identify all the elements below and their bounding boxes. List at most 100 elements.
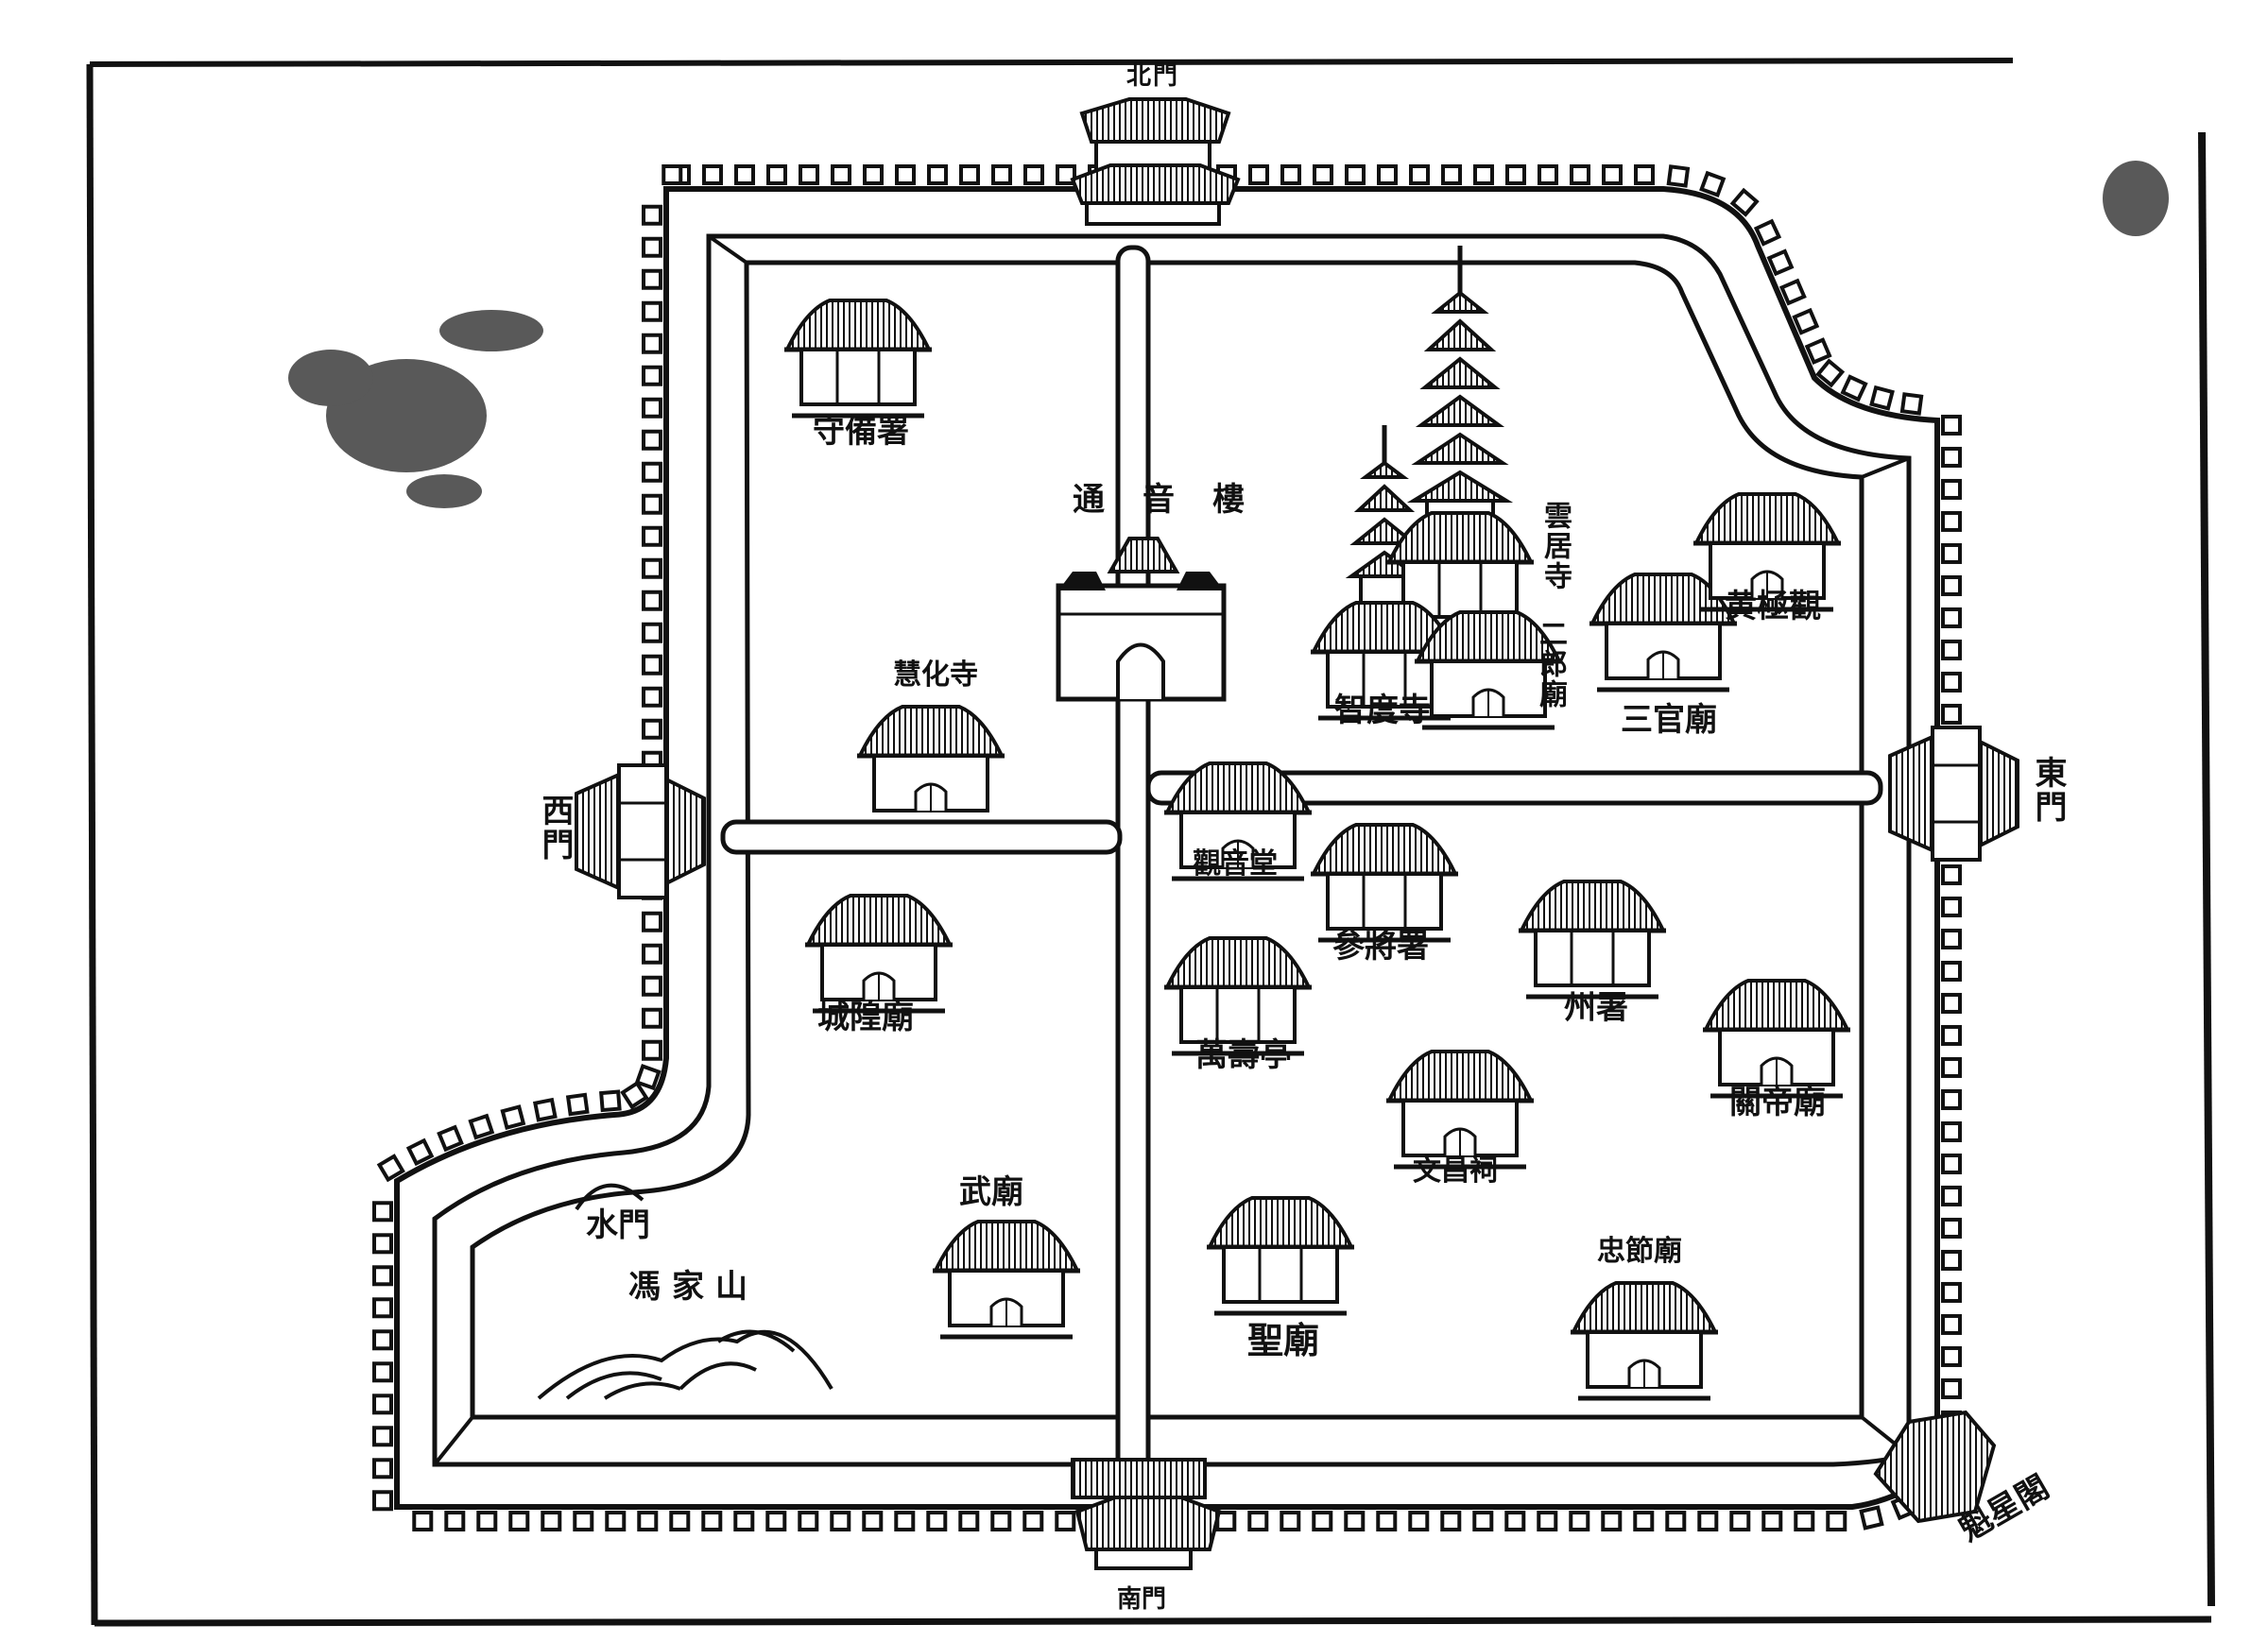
wall-merlon [444,1511,466,1531]
wall-merlon [1941,960,1962,982]
wall-merlon [1280,164,1301,185]
wall-merlon [476,1511,498,1531]
wall-merlon [798,1511,819,1531]
pagoda-large [1406,246,1514,531]
wall-merlon [863,164,884,185]
wall-merlon [1941,478,1962,500]
wall-merlon [372,1490,393,1512]
zhou-office-building [1519,881,1666,997]
wall-merlon [1729,1511,1751,1532]
wall-merlon [1941,1056,1962,1078]
yunju-temple-label: 雲居寺 [1538,501,1572,591]
zhou-office-label: 州署 [1564,989,1628,1027]
wall-merlon [990,1511,1012,1531]
wall-merlon [1569,1511,1590,1532]
wall-merlon [701,1511,723,1531]
shoubei-office-building [784,300,932,416]
wall-merlon [642,204,662,226]
wall-merlon [642,365,662,386]
wall-merlon [642,1007,663,1029]
wall-merlon [541,1511,562,1531]
wall-merlon [1056,164,1076,185]
wall-merlon [642,975,663,997]
wall-merlon [1247,1511,1269,1532]
wall-merlon [1345,164,1366,185]
wall-merlon [1505,164,1526,185]
canjiang-office-building [1311,825,1458,940]
wall-merlon [1941,1249,1962,1271]
wall-merlon [642,493,662,515]
wall-merlon [1761,1511,1783,1532]
chenghuang-temple-label: 城隍廟 [817,999,914,1036]
wall-merlon [1840,374,1868,402]
wall-merlon [1472,1511,1494,1532]
wall-merlon [642,461,662,483]
wall-merlon [372,1201,393,1223]
canjiang-office-label: 參將署 [1332,928,1429,966]
north-gate [1070,97,1241,226]
east-gate-label: 東門 [2029,756,2067,824]
wall-merlon [831,164,851,185]
wall-merlon [1697,1511,1719,1532]
wall-merlon [1941,928,1962,949]
wu-temple-building [933,1222,1080,1337]
wall-merlon [1409,164,1430,185]
wall-merlon [1666,164,1691,188]
wall-merlon [642,718,662,740]
wall-merlon [1280,1511,1301,1532]
wall-merlon [1313,164,1333,185]
wenchang-shrine-building [1386,1052,1534,1167]
wall-corners [433,234,1911,1466]
wall-merlon [1941,896,1962,917]
wall-merlon [642,333,662,354]
zhongjie-temple-label: 忠節廟 [1597,1235,1682,1268]
south-gate [1071,1458,1222,1570]
wall-merlon [1941,639,1962,660]
guanyin-hall-label: 觀音堂 [1193,847,1278,881]
wall-merlon [1941,574,1962,596]
water-gate-label: 水門 [586,1206,650,1244]
guandi-temple-building [1703,981,1850,1096]
wall-merlon [1537,1511,1558,1532]
wall-merlon [1665,1511,1687,1532]
wall-merlon [1941,1120,1962,1142]
ink-smudge [288,161,2169,508]
wall-merlon [1377,164,1398,185]
wall-merlon [765,1511,787,1531]
tongyin-tower-label: 通音樓 [1073,481,1282,519]
wenchang-shrine-label: 文昌祠 [1413,1155,1498,1188]
wall-merlon [926,1511,948,1531]
erlang-temple-label: 二郎廟 [1534,619,1567,710]
wall-merlon [1408,1511,1430,1532]
wall-merlon [1941,671,1962,693]
wall-merlon [500,1104,526,1131]
wall-merlon [799,164,819,185]
wall-merlon [1941,1088,1962,1110]
zhongjie-temple-building [1571,1283,1718,1398]
wall-merlon [1941,1313,1962,1335]
wall-merlon [565,1092,590,1117]
zhidu-temple-label: 智度寺 [1334,692,1431,729]
wall-merlon [372,1426,393,1447]
wall-merlon [599,1089,622,1113]
wall-merlon [1941,703,1962,725]
wall-merlon [372,1265,393,1287]
wall-merlon [1055,1511,1076,1532]
wall-merlon [1753,218,1782,247]
wall-merlon [620,1080,649,1110]
feng-mountain-label: 馮家山 [628,1268,759,1306]
huihua-temple-label: 慧化寺 [893,659,978,692]
wall-merlon [1602,164,1623,185]
wall-merlon [662,164,683,185]
wall-merlon [1941,542,1962,564]
west-gate-label: 西門 [536,794,574,862]
wall-merlon [376,1154,405,1183]
chenghuang-temple-building [805,896,953,1011]
wall-merlon [894,1511,916,1531]
south-gate-label: 南門 [1117,1585,1167,1614]
wall-merlon [1473,164,1494,185]
wall-merlon [642,622,662,643]
wall-merlon [573,1511,594,1531]
wall-merlon [372,1329,393,1351]
huangji-temple-label: 黄極觀 [1725,588,1821,625]
